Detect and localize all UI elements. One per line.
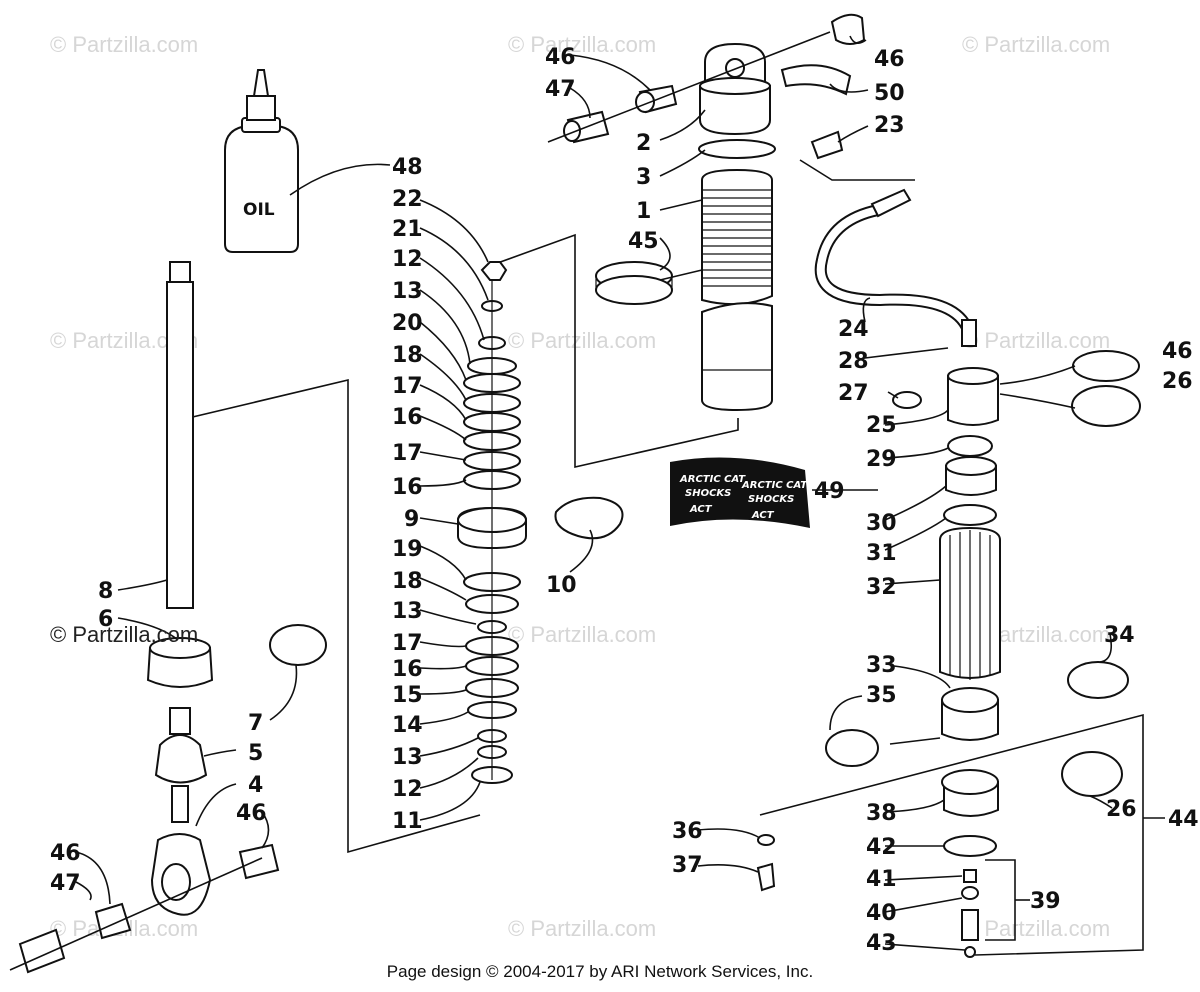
callout: 44 [1168,807,1199,832]
callout: 41 [866,867,897,892]
callout: 46 [545,45,576,70]
callout: 13 [392,745,423,770]
callout: 11 [392,809,423,834]
callout: 12 [392,777,423,802]
callout: 24 [838,317,869,342]
shock-body [595,168,773,412]
watermark: © Partzilla.com [50,32,198,57]
callout: 45 [628,229,659,254]
callout: 21 [392,217,423,242]
callout: 16 [392,475,423,500]
callout: 26 [1106,797,1137,822]
callout: 43 [866,931,897,956]
callout: 13 [392,599,423,624]
shock-top-eye [547,13,866,160]
callout: 49 [814,479,845,504]
callout: 18 [392,569,423,594]
callout: 22 [392,187,423,212]
callout: 36 [672,819,703,844]
callout: 33 [866,653,897,678]
callout: 30 [866,511,897,536]
callout: 31 [866,541,897,566]
callout: 15 [392,683,423,708]
callout: 5 [248,741,263,766]
callout: 46 [50,841,81,866]
callout: 47 [50,871,81,896]
callout: 46 [874,47,905,72]
callout: 17 [392,374,423,399]
shock-decal: ARCTIC CAT SHOCKS ACT ARCTIC CAT SHOCKS … [670,457,810,528]
watermark: © Partzilla.com [50,622,198,647]
callout: 23 [874,113,905,138]
reservoir-hose [799,159,977,347]
callout: 32 [866,575,897,600]
callout: 4 [248,773,263,798]
oil-bottle: OIL [224,69,299,253]
decal-line-1: ARCTIC CAT [679,474,746,485]
page-footer: Page design © 2004-2017 by ARI Network S… [386,962,814,981]
callout: 16 [392,657,423,682]
callout-labels: 46 47 46 50 2 23 3 48 1 45 22 21 12 13 2… [50,45,1199,956]
callout: 35 [866,683,897,708]
callout: 10 [546,573,577,598]
watermark: © Partzilla.com [508,622,656,647]
decal-line-2: SHOCKS [685,488,731,499]
callout: 17 [392,441,423,466]
callout: 17 [392,631,423,656]
shaft-assembly [9,261,327,974]
decal-line-2: SHOCKS [748,494,794,505]
callout: 50 [874,81,905,106]
callout: 48 [392,155,423,180]
decal-line-3: ACT [751,510,775,521]
piston-stack [457,261,624,784]
callout: 42 [866,835,897,860]
callout: 13 [392,279,423,304]
reservoir-assembly [756,350,1141,958]
callout: 47 [545,77,576,102]
callout: 9 [404,507,419,532]
watermark: © Partzilla.com [962,328,1110,353]
callout: 25 [866,413,897,438]
callout: 26 [1162,369,1193,394]
callout: 39 [1030,889,1061,914]
callout: 19 [392,537,423,562]
callout: 46 [236,801,267,826]
watermark: © Partzilla.com [962,916,1110,941]
leader-lines [75,35,1113,951]
callout: 16 [392,405,423,430]
callout: 6 [98,607,113,632]
callout: 18 [392,343,423,368]
watermark: © Partzilla.com [508,32,656,57]
watermark: © Partzilla.com [962,32,1110,57]
watermark: © Partzilla.com [508,328,656,353]
callout: 29 [866,447,897,472]
decal-line-3: ACT [689,504,713,515]
callout: 8 [98,579,113,604]
callout: 46 [1162,339,1193,364]
callout: 34 [1104,623,1135,648]
callout: 3 [636,165,651,190]
callout: 27 [838,381,869,406]
callout: 7 [248,711,263,736]
watermark: © Partzilla.com [508,916,656,941]
callout: 38 [866,801,897,826]
callout: 2 [636,131,651,156]
callout: 14 [392,713,423,738]
callout: 12 [392,247,423,272]
callout: 1 [636,199,651,224]
callout: 28 [838,349,869,374]
callout: 40 [866,901,897,926]
callout: 20 [392,311,423,336]
oil-label: OIL [243,200,275,220]
callout: 37 [672,853,703,878]
decal-line-1: ARCTIC CAT [741,480,808,491]
